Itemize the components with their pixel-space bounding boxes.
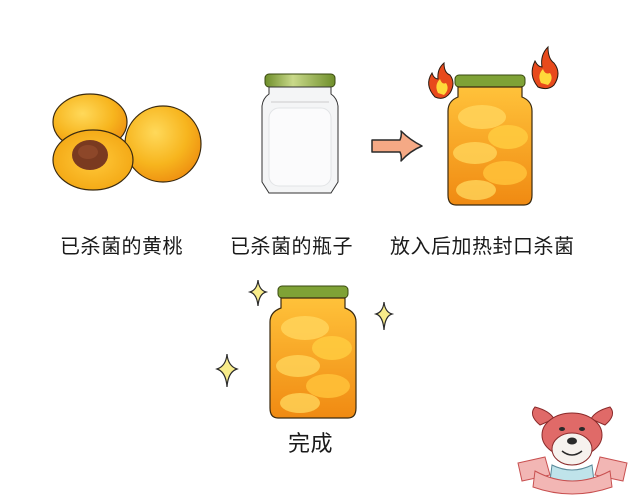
dog-mascot-icon xyxy=(517,406,628,495)
peach-icon xyxy=(52,93,202,191)
step-2-label: 已杀菌的瓶子 xyxy=(230,234,353,258)
empty-jar-illustration xyxy=(255,72,345,197)
step-3-label: 放入后加热封口杀菌 xyxy=(390,234,575,258)
mascot-watermark xyxy=(510,405,635,495)
glass-jar-icon xyxy=(269,285,357,419)
glass-jar-icon xyxy=(261,73,339,194)
finished-jar-illustration xyxy=(210,272,410,422)
sparkle-icon xyxy=(247,279,269,307)
sparkle-icon xyxy=(373,301,395,331)
glass-jar-icon xyxy=(447,74,533,206)
sparkle-icon xyxy=(215,353,239,388)
arrow-right-icon xyxy=(371,130,423,162)
arrow-illustration xyxy=(370,130,425,162)
flame-icon xyxy=(428,61,454,99)
final-label: 完成 xyxy=(288,432,334,457)
flame-icon xyxy=(531,45,559,90)
heated-jar-illustration xyxy=(420,45,570,210)
step-1-label: 已杀菌的黄桃 xyxy=(60,234,183,258)
peaches-illustration xyxy=(45,92,205,192)
